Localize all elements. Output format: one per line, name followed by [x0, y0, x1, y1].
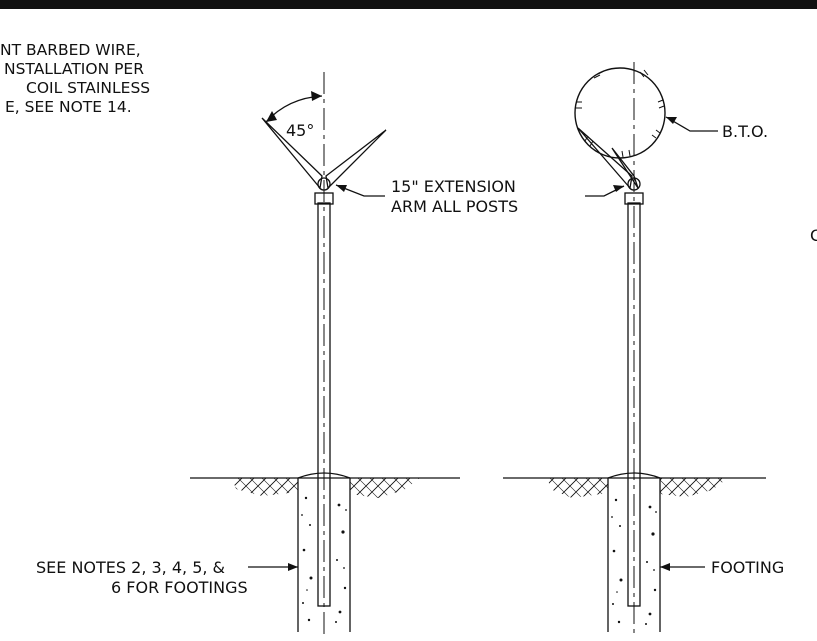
right-soil-hatch-right	[660, 478, 728, 497]
top-left-note-line-1: NT BARBED WIRE,	[0, 41, 141, 59]
notes-label-line-1: SEE NOTES 2, 3, 4, 5, &	[36, 558, 225, 577]
notes-leader-arrow	[288, 563, 298, 571]
right-footing	[607, 472, 661, 632]
top-left-note-line-3: COIL STAINLESS	[26, 79, 150, 97]
angle-arrow-left	[266, 111, 277, 122]
title-border-bar	[0, 0, 817, 9]
left-pivot	[317, 177, 331, 191]
footing-leader-arrow	[660, 563, 670, 571]
top-left-note-line-4: E, SEE NOTE 14.	[5, 98, 132, 116]
bto-label: B.T.O.	[722, 122, 768, 141]
extension-label-line-1: 15" EXTENSION	[391, 177, 516, 196]
right-post-assembly	[503, 62, 766, 638]
right-extension-arm-right	[611, 147, 639, 189]
right-arm-leader-arrow	[613, 185, 624, 192]
bto-leader-arrow	[666, 117, 677, 124]
left-post	[317, 202, 331, 607]
left-footing-speckle	[301, 496, 347, 623]
right-extension-arm-left	[577, 127, 633, 190]
left-footing	[297, 472, 351, 632]
footing-label: FOOTING	[711, 558, 784, 577]
top-left-note-line-2: NSTALLATION PER	[4, 60, 144, 78]
right-post	[627, 202, 641, 607]
right-footing-speckle	[611, 498, 657, 625]
barbed-tape-coil	[574, 67, 666, 159]
extension-leader-arrow	[336, 185, 347, 192]
notes-label-line-2: 6 FOR FOOTINGS	[111, 578, 248, 597]
left-post-cap	[314, 192, 334, 205]
left-extension-arm-left	[261, 117, 323, 190]
coil-barbs	[576, 69, 665, 158]
left-post-assembly	[190, 72, 460, 638]
angle-arrow-right	[311, 91, 322, 101]
left-soil-hatch-right	[350, 478, 420, 498]
left-extension-arm-right	[325, 129, 387, 190]
angle-label: 45°	[286, 121, 314, 140]
extension-label-line-2: ARM ALL POSTS	[391, 197, 518, 216]
right-post-cap	[624, 192, 644, 205]
right-soil-hatch-left	[548, 478, 608, 498]
left-soil-hatch-left	[232, 478, 298, 496]
edge-character: C	[810, 226, 817, 245]
